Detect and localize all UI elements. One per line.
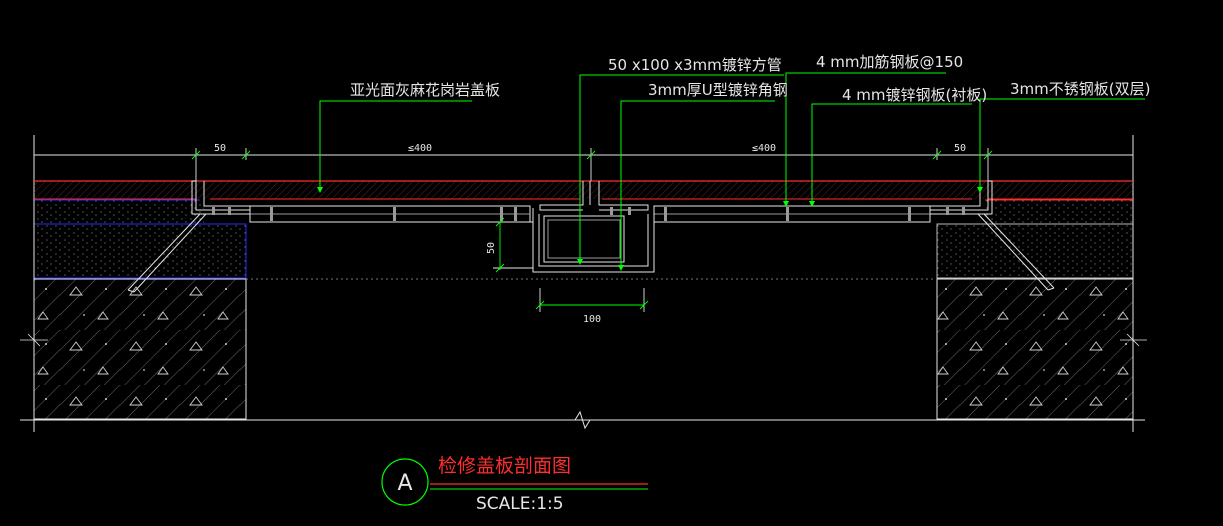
dim-tube-height: 50: [486, 242, 497, 254]
dim-right-50: 50: [954, 143, 966, 154]
section-marker: [381, 458, 429, 506]
tube-width-dimension: [535, 288, 649, 312]
label-square-tube: 50 x100 x3mm镀锌方管: [608, 56, 782, 74]
drawing-scale: SCALE:1:5: [476, 494, 564, 514]
leader-lines: [319, 72, 1145, 268]
right-bedding-layer: [936, 199, 1134, 279]
right-concrete-block: [936, 278, 1134, 420]
label-rib-plate: 4 mm加筋钢板@150: [816, 53, 963, 71]
left-bedding-layer: [33, 199, 247, 279]
drawing-title: 检修盖板剖面图: [438, 455, 571, 477]
left-concrete-block: [33, 278, 247, 420]
top-dimension-line: [34, 148, 1133, 181]
ground-line: [20, 410, 1145, 430]
dim-tube-width: 100: [583, 314, 601, 325]
label-u-angle: 3mm厚U型镀锌角钢: [648, 81, 788, 99]
tube-height-dimension: [493, 217, 533, 273]
dim-right-400: ≤400: [752, 143, 776, 154]
label-stainless-plate: 3mm不锈钢板(双层): [1010, 80, 1150, 98]
dim-left-400: ≤400: [408, 143, 432, 154]
dim-left-50: 50: [214, 143, 226, 154]
stiffener-ribs: [212, 207, 965, 221]
section-letter: A: [397, 471, 412, 496]
steel-frame: [127, 180, 1055, 293]
label-granite-cover: 亚光面灰麻花岗岩盖板: [350, 81, 500, 99]
leader-arrows: [317, 187, 983, 271]
label-galv-plate: 4 mm镀锌钢板(衬板): [842, 86, 987, 104]
